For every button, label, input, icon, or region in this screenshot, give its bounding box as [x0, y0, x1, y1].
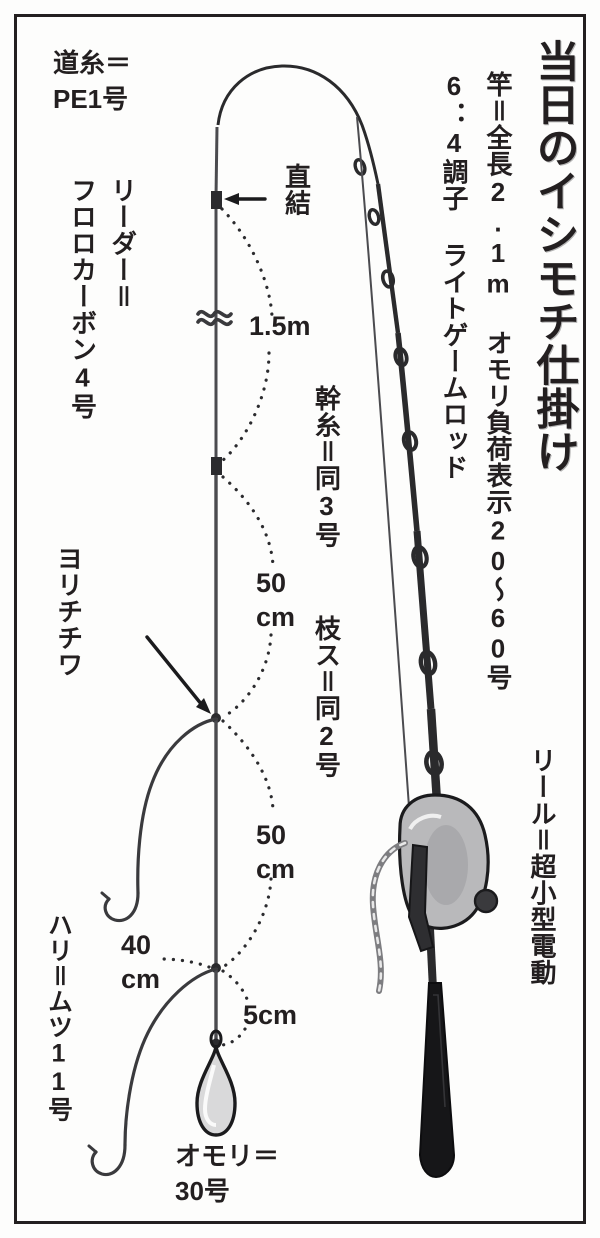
sinker: [195, 1029, 237, 1137]
branch-line-lower: [123, 967, 218, 1147]
page-title: 当日のイシモチ仕掛け: [530, 39, 578, 474]
callout-leader-bottom: [220, 351, 271, 463]
callout-branch-length: [159, 957, 211, 969]
knot-arrow: [224, 193, 267, 205]
rod-grip-highlight: [433, 994, 446, 1108]
rod-grip: [418, 982, 456, 1179]
branch-length-value: 40: [121, 930, 152, 960]
line-break-mark-upper: [196, 309, 233, 319]
rod-section-1: [375, 183, 401, 334]
direct-knot-marker: [211, 191, 222, 209]
reel-cord-texture: [371, 841, 407, 993]
lower-gap-unit: cm: [256, 854, 296, 884]
sinker-eye: [209, 1029, 223, 1049]
main-line-label-line2: PE1号: [53, 84, 129, 114]
branch-line-upper: [136, 717, 218, 895]
main-line-upper: [214, 126, 219, 198]
upper-gap-unit: cm: [256, 602, 296, 632]
sinker-label-line1: オモリ＝: [175, 1141, 280, 1171]
lower-gap-value: 50: [256, 820, 287, 850]
callout-sinker-gap-top: [221, 969, 249, 1001]
hook-lower: [90, 1143, 127, 1177]
rod-section-3: [413, 530, 435, 710]
reel-highlight: [408, 813, 442, 831]
main-line-label-line1: 道糸＝: [53, 48, 132, 78]
hook-label: ハリ＝ムツ11号: [44, 912, 73, 1122]
line-break-mark-lower: [196, 317, 233, 327]
branch-length-unit: cm: [121, 964, 161, 994]
rig-illustration: [87, 64, 499, 1179]
callout-gap-upper-bottom: [221, 633, 273, 719]
leader-label-line1: リーダー＝: [107, 177, 138, 310]
callout-leader-top: [220, 207, 274, 319]
rod-spec-line-2: 6：4調子 ライトゲームロッド: [439, 71, 469, 481]
rod-tip-curve: [216, 64, 380, 185]
reel-label: リール＝超小型電動: [527, 747, 557, 986]
diagram-frame: 当日のイシモチ仕掛け 竿＝全長2.1m オモリ負荷表示20〜60号 6：4調子 …: [14, 14, 586, 1224]
direct-knot-label: 直結: [281, 163, 312, 217]
sinker-highlight: [202, 1064, 217, 1127]
rod-spec-line-1: 竿＝全長2.1m オモリ負荷表示20〜60号: [483, 71, 513, 691]
reel-foot: [407, 843, 435, 953]
reel-handle-knob: [473, 888, 499, 914]
reel-spool-shade: [424, 825, 468, 905]
swivel-label: ヨリチチワ: [53, 545, 84, 678]
leader-length-label: 1.5m: [249, 311, 311, 341]
hook-upper-point: [100, 891, 111, 901]
swivel-connector-upper: [211, 457, 222, 475]
hook-lower-point: [87, 1144, 98, 1154]
callout-gap-upper-top: [221, 475, 275, 567]
electric-reel: [369, 793, 499, 994]
swivel-arrow: [145, 635, 211, 714]
trunk-line-label: 幹糸＝同3号: [311, 385, 342, 549]
upper-gap-value: 50: [256, 568, 287, 598]
line-on-rod: [356, 116, 410, 808]
hook-upper: [103, 891, 140, 923]
leader-label-line2: フロロカーボン4号: [67, 177, 98, 420]
callout-gap-lower-bottom: [221, 877, 273, 969]
branch-line-label: 枝ス＝同2号: [311, 615, 342, 779]
sinker-gap-label: 5cm: [243, 1000, 298, 1030]
rod-guides: [353, 158, 444, 777]
sinker-label-line2: 30号: [175, 1176, 230, 1206]
sinker-body: [195, 1044, 237, 1137]
callout-gap-lower-top: [221, 719, 275, 811]
callout-sinker-gap-bottom: [219, 1027, 247, 1047]
